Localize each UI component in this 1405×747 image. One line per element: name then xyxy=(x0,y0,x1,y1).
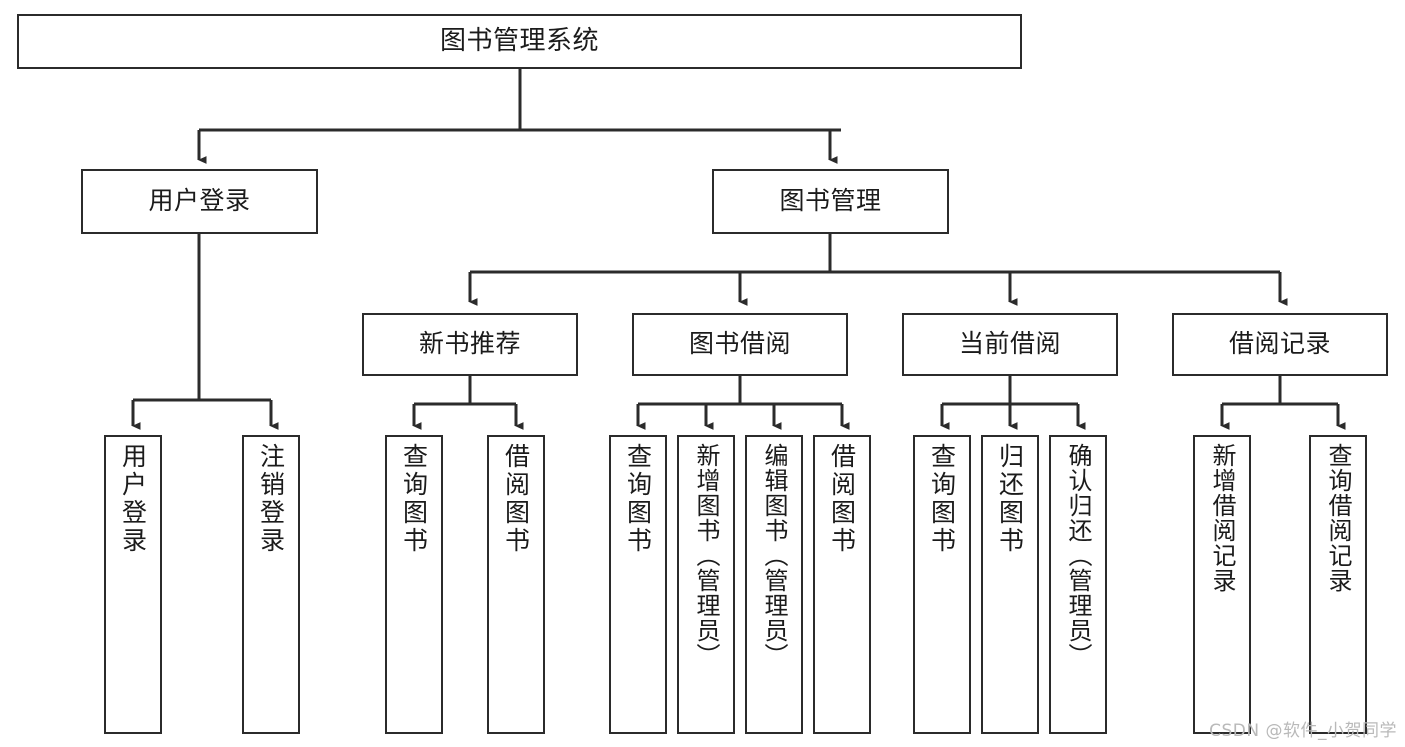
leaf-query-book-3[interactable]: 查询图书 xyxy=(913,435,971,734)
node-root[interactable]: 图书管理系统 xyxy=(17,14,1022,69)
node-root-label: 图书管理系统 xyxy=(439,25,599,56)
leaf-query-book-2[interactable]: 查询图书 xyxy=(609,435,667,734)
leaf-borrow-book-2-label: 借阅图书 xyxy=(827,443,857,555)
node-book-borrow-label: 图书借阅 xyxy=(688,329,791,359)
leaf-query-book-3-label: 查询图书 xyxy=(927,443,957,555)
node-user-login[interactable]: 用户登录 xyxy=(81,169,318,234)
leaf-return-book-label: 归还图书 xyxy=(995,443,1025,555)
leaf-edit-book-label: 编辑图书（管理员） xyxy=(760,443,788,668)
leaf-edit-book[interactable]: 编辑图书（管理员） xyxy=(745,435,803,734)
node-borrow-record-label: 借阅记录 xyxy=(1228,329,1331,359)
node-borrow-record[interactable]: 借阅记录 xyxy=(1172,313,1388,376)
node-current-borrow[interactable]: 当前借阅 xyxy=(902,313,1118,376)
leaf-logout-login-label: 注销登录 xyxy=(256,443,286,555)
leaf-user-login-label: 用户登录 xyxy=(118,443,148,555)
leaf-add-book[interactable]: 新增图书（管理员） xyxy=(677,435,735,734)
node-book-management[interactable]: 图书管理 xyxy=(712,169,949,234)
leaf-query-borrow-record-label: 查询借阅记录 xyxy=(1324,443,1352,593)
node-book-borrow[interactable]: 图书借阅 xyxy=(632,313,848,376)
leaf-add-borrow-record-label: 新增借阅记录 xyxy=(1208,443,1236,593)
leaf-confirm-return[interactable]: 确认归还（管理员） xyxy=(1049,435,1107,734)
leaf-query-borrow-record[interactable]: 查询借阅记录 xyxy=(1309,435,1367,734)
leaf-query-book-2-label: 查询图书 xyxy=(623,443,653,555)
leaf-add-borrow-record[interactable]: 新增借阅记录 xyxy=(1193,435,1251,734)
leaf-return-book[interactable]: 归还图书 xyxy=(981,435,1039,734)
watermark: CSDN @软件_小贺同学 xyxy=(1209,721,1397,741)
node-user-login-label: 用户登录 xyxy=(148,186,251,216)
node-new-book-recommend-label: 新书推荐 xyxy=(418,329,521,359)
node-current-borrow-label: 当前借阅 xyxy=(958,329,1061,359)
leaf-user-login[interactable]: 用户登录 xyxy=(104,435,162,734)
leaf-borrow-book-2[interactable]: 借阅图书 xyxy=(813,435,871,734)
leaf-add-book-label: 新增图书（管理员） xyxy=(692,443,720,668)
leaf-borrow-book-1[interactable]: 借阅图书 xyxy=(487,435,545,734)
leaf-confirm-return-label: 确认归还（管理员） xyxy=(1064,443,1092,668)
leaf-borrow-book-1-label: 借阅图书 xyxy=(501,443,531,555)
leaf-query-book-1[interactable]: 查询图书 xyxy=(385,435,443,734)
node-new-book-recommend[interactable]: 新书推荐 xyxy=(362,313,578,376)
leaf-query-book-1-label: 查询图书 xyxy=(399,443,429,555)
leaf-logout-login[interactable]: 注销登录 xyxy=(242,435,300,734)
node-book-management-label: 图书管理 xyxy=(779,186,882,216)
